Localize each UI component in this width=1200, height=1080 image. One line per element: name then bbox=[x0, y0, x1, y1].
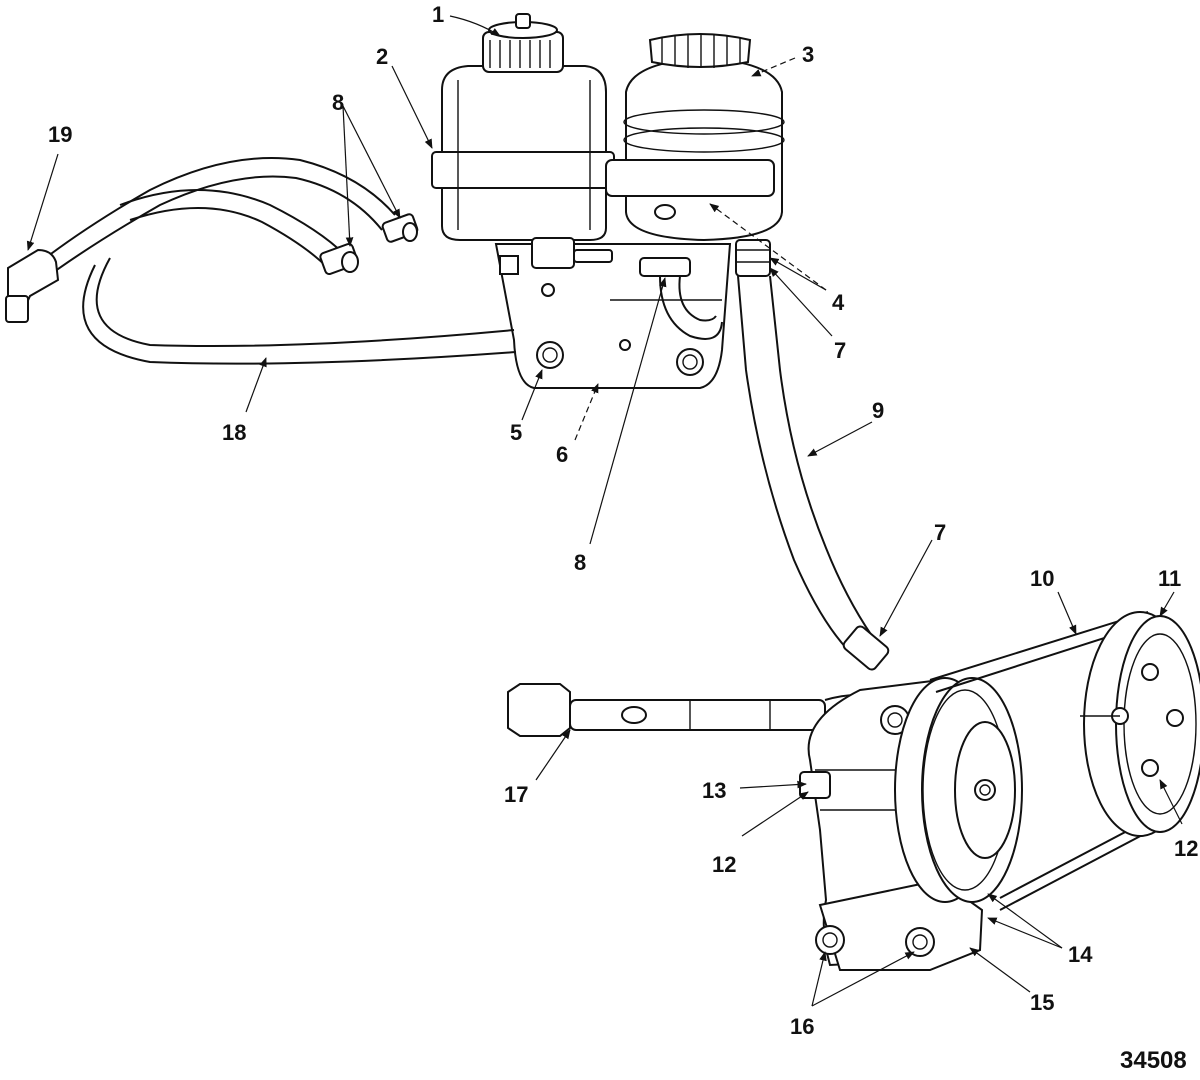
drive-pulley bbox=[1080, 611, 1200, 837]
callout-15: 15 bbox=[1030, 990, 1054, 1015]
callout-3: 3 bbox=[802, 42, 814, 67]
pump-pulley bbox=[894, 677, 1023, 903]
figure-number: 34508 bbox=[1120, 1047, 1187, 1074]
callout-13: 13 bbox=[702, 778, 726, 803]
callout-19: 19 bbox=[48, 122, 72, 147]
elbow-fitting bbox=[5, 248, 60, 323]
callout-12-right: 12 bbox=[1174, 836, 1198, 861]
callout-11: 11 bbox=[1158, 566, 1181, 591]
hose-straight bbox=[507, 683, 881, 737]
coolant-reservoir bbox=[605, 33, 785, 277]
callout-9: 9 bbox=[872, 398, 884, 423]
hose-clamp bbox=[381, 213, 419, 243]
callout-7-bottom: 7 bbox=[934, 520, 946, 545]
callout-14: 14 bbox=[1068, 942, 1093, 967]
mounting-bracket bbox=[494, 237, 732, 389]
callout-1: 1 bbox=[432, 2, 444, 27]
callout-labels: 1 2 3 4 5 6 7 7 8 8 9 10 11 12 12 13 14 … bbox=[48, 2, 1198, 1039]
callout-17: 17 bbox=[504, 782, 528, 807]
callout-10: 10 bbox=[1030, 566, 1054, 591]
leader-lines bbox=[26, 15, 1183, 1007]
fluid-reservoir bbox=[431, 13, 615, 241]
hose-long-to-pump bbox=[737, 275, 890, 671]
callout-8-top: 8 bbox=[332, 90, 344, 115]
callout-7-top: 7 bbox=[834, 338, 846, 363]
callout-18: 18 bbox=[222, 420, 246, 445]
callout-8-middle: 8 bbox=[574, 550, 586, 575]
hose-clamp bbox=[319, 242, 359, 276]
callout-16: 16 bbox=[790, 1014, 814, 1039]
callout-6: 6 bbox=[556, 442, 568, 467]
callout-2: 2 bbox=[376, 44, 388, 69]
callout-4: 4 bbox=[832, 290, 845, 315]
callout-12-left: 12 bbox=[712, 852, 736, 877]
hose-short-middle bbox=[639, 257, 723, 340]
hose-assembly-left bbox=[5, 157, 517, 365]
callout-5: 5 bbox=[510, 420, 522, 445]
